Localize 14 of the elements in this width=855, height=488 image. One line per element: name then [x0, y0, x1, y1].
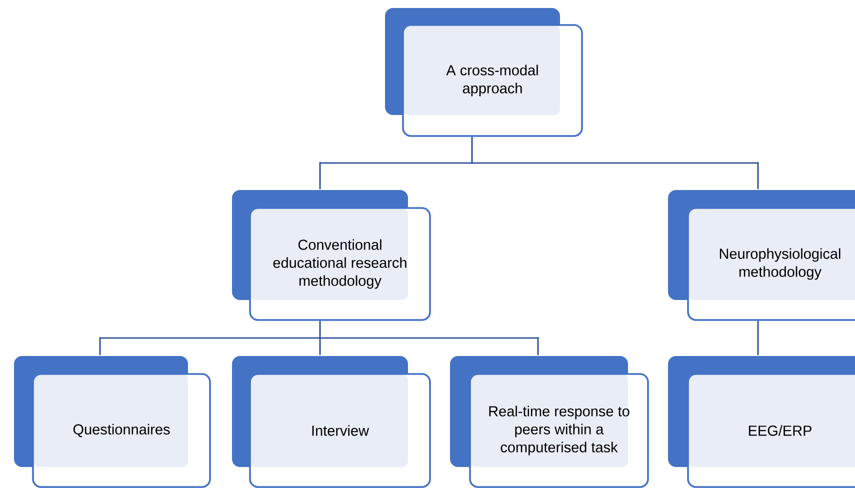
connector-line — [319, 136, 759, 165]
connector-line — [757, 162, 759, 190]
connector-line — [537, 337, 539, 356]
box: Conventional educational research methodology — [232, 190, 431, 321]
connector-line — [319, 337, 321, 356]
box: Neurophysiological methodology — [668, 190, 855, 321]
connector-line — [319, 162, 321, 190]
box: Questionnaires — [14, 356, 211, 488]
box: Real-time response to peers within a computerised task — [450, 356, 649, 488]
box: Interview — [232, 356, 431, 488]
box: EEG/ERP — [668, 356, 855, 488]
connector-line — [99, 320, 539, 340]
box: A cross-modal approach — [385, 8, 583, 137]
connector-line — [99, 337, 101, 356]
